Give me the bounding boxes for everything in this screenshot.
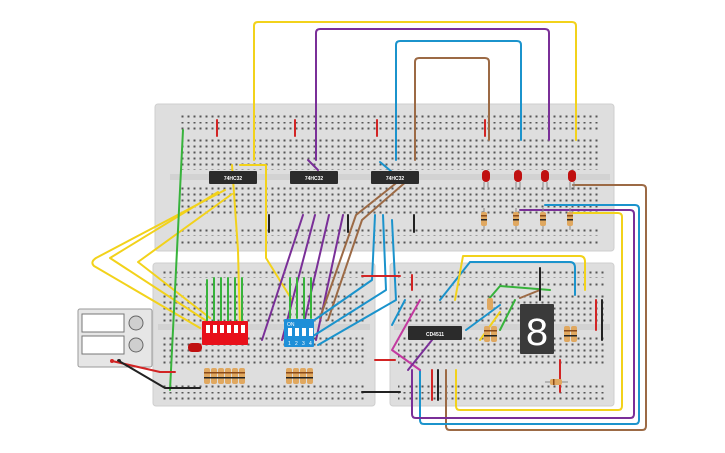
wire-yellow-top bbox=[253, 21, 577, 161]
seven-segment-display: 8 bbox=[520, 304, 554, 358]
wire-green-left bbox=[169, 129, 184, 391]
leds bbox=[188, 170, 576, 352]
resistor bbox=[481, 208, 487, 230]
led-2 bbox=[514, 170, 522, 190]
dip-pin-label: 4 bbox=[309, 341, 312, 347]
dip-switch-red[interactable] bbox=[202, 321, 248, 345]
wire-black-ps bbox=[118, 360, 201, 389]
dip-pin-label: 1 bbox=[288, 341, 291, 347]
wire-purple-right bbox=[411, 209, 635, 419]
resistor-bank-right-1 bbox=[484, 298, 497, 342]
dip-pin-label: 3 bbox=[302, 341, 305, 347]
wire-blue-top bbox=[395, 40, 522, 161]
ic-label: 74HC32 bbox=[305, 176, 324, 182]
resistor-bank-mid bbox=[286, 368, 313, 384]
ic-label: 74HC32 bbox=[224, 176, 243, 182]
dip-pin-label: 2 bbox=[295, 341, 298, 347]
ic-74hc32-2[interactable]: 74HC32 bbox=[290, 171, 338, 184]
dip-switch-on-label: ON bbox=[287, 322, 295, 328]
ic-74hc32-3[interactable]: 74HC32 bbox=[371, 171, 419, 184]
led-3 bbox=[541, 170, 549, 190]
led-red-left bbox=[188, 343, 202, 352]
wire-red-ps bbox=[111, 360, 176, 373]
dip-switch-blue[interactable]: ON 1 2 3 4 bbox=[284, 319, 314, 347]
resistor bbox=[567, 208, 573, 230]
resistor bbox=[513, 208, 519, 230]
wires bbox=[91, 21, 647, 431]
ic-label: 74HC32 bbox=[386, 176, 405, 182]
power-supply-icon[interactable] bbox=[77, 308, 153, 368]
wire-blue-right-1 bbox=[419, 204, 640, 425]
resistor bbox=[540, 208, 546, 230]
wire-yellow-left-1 bbox=[91, 189, 226, 329]
wire-purple-top bbox=[315, 28, 550, 161]
wire-yellow-left-3 bbox=[137, 193, 233, 319]
wire-brown-right bbox=[445, 184, 647, 431]
ic-cd4511[interactable]: CD4511 bbox=[408, 326, 462, 340]
resistors bbox=[204, 208, 577, 385]
wire-yellow-right bbox=[455, 212, 623, 411]
wire-yellow-left-2 bbox=[109, 191, 219, 321]
seven-segment-digit: 8 bbox=[525, 313, 549, 358]
ic-74hc32-1[interactable]: 74HC32 bbox=[209, 171, 257, 184]
resistor-horizontal bbox=[545, 379, 568, 385]
ic-label: CD4511 bbox=[426, 332, 444, 338]
wire-brown-top bbox=[414, 57, 490, 161]
led-1 bbox=[482, 170, 490, 190]
resistor-bank-left bbox=[204, 368, 245, 384]
led-4 bbox=[568, 170, 576, 190]
resistor-bank-right-2 bbox=[564, 326, 577, 342]
